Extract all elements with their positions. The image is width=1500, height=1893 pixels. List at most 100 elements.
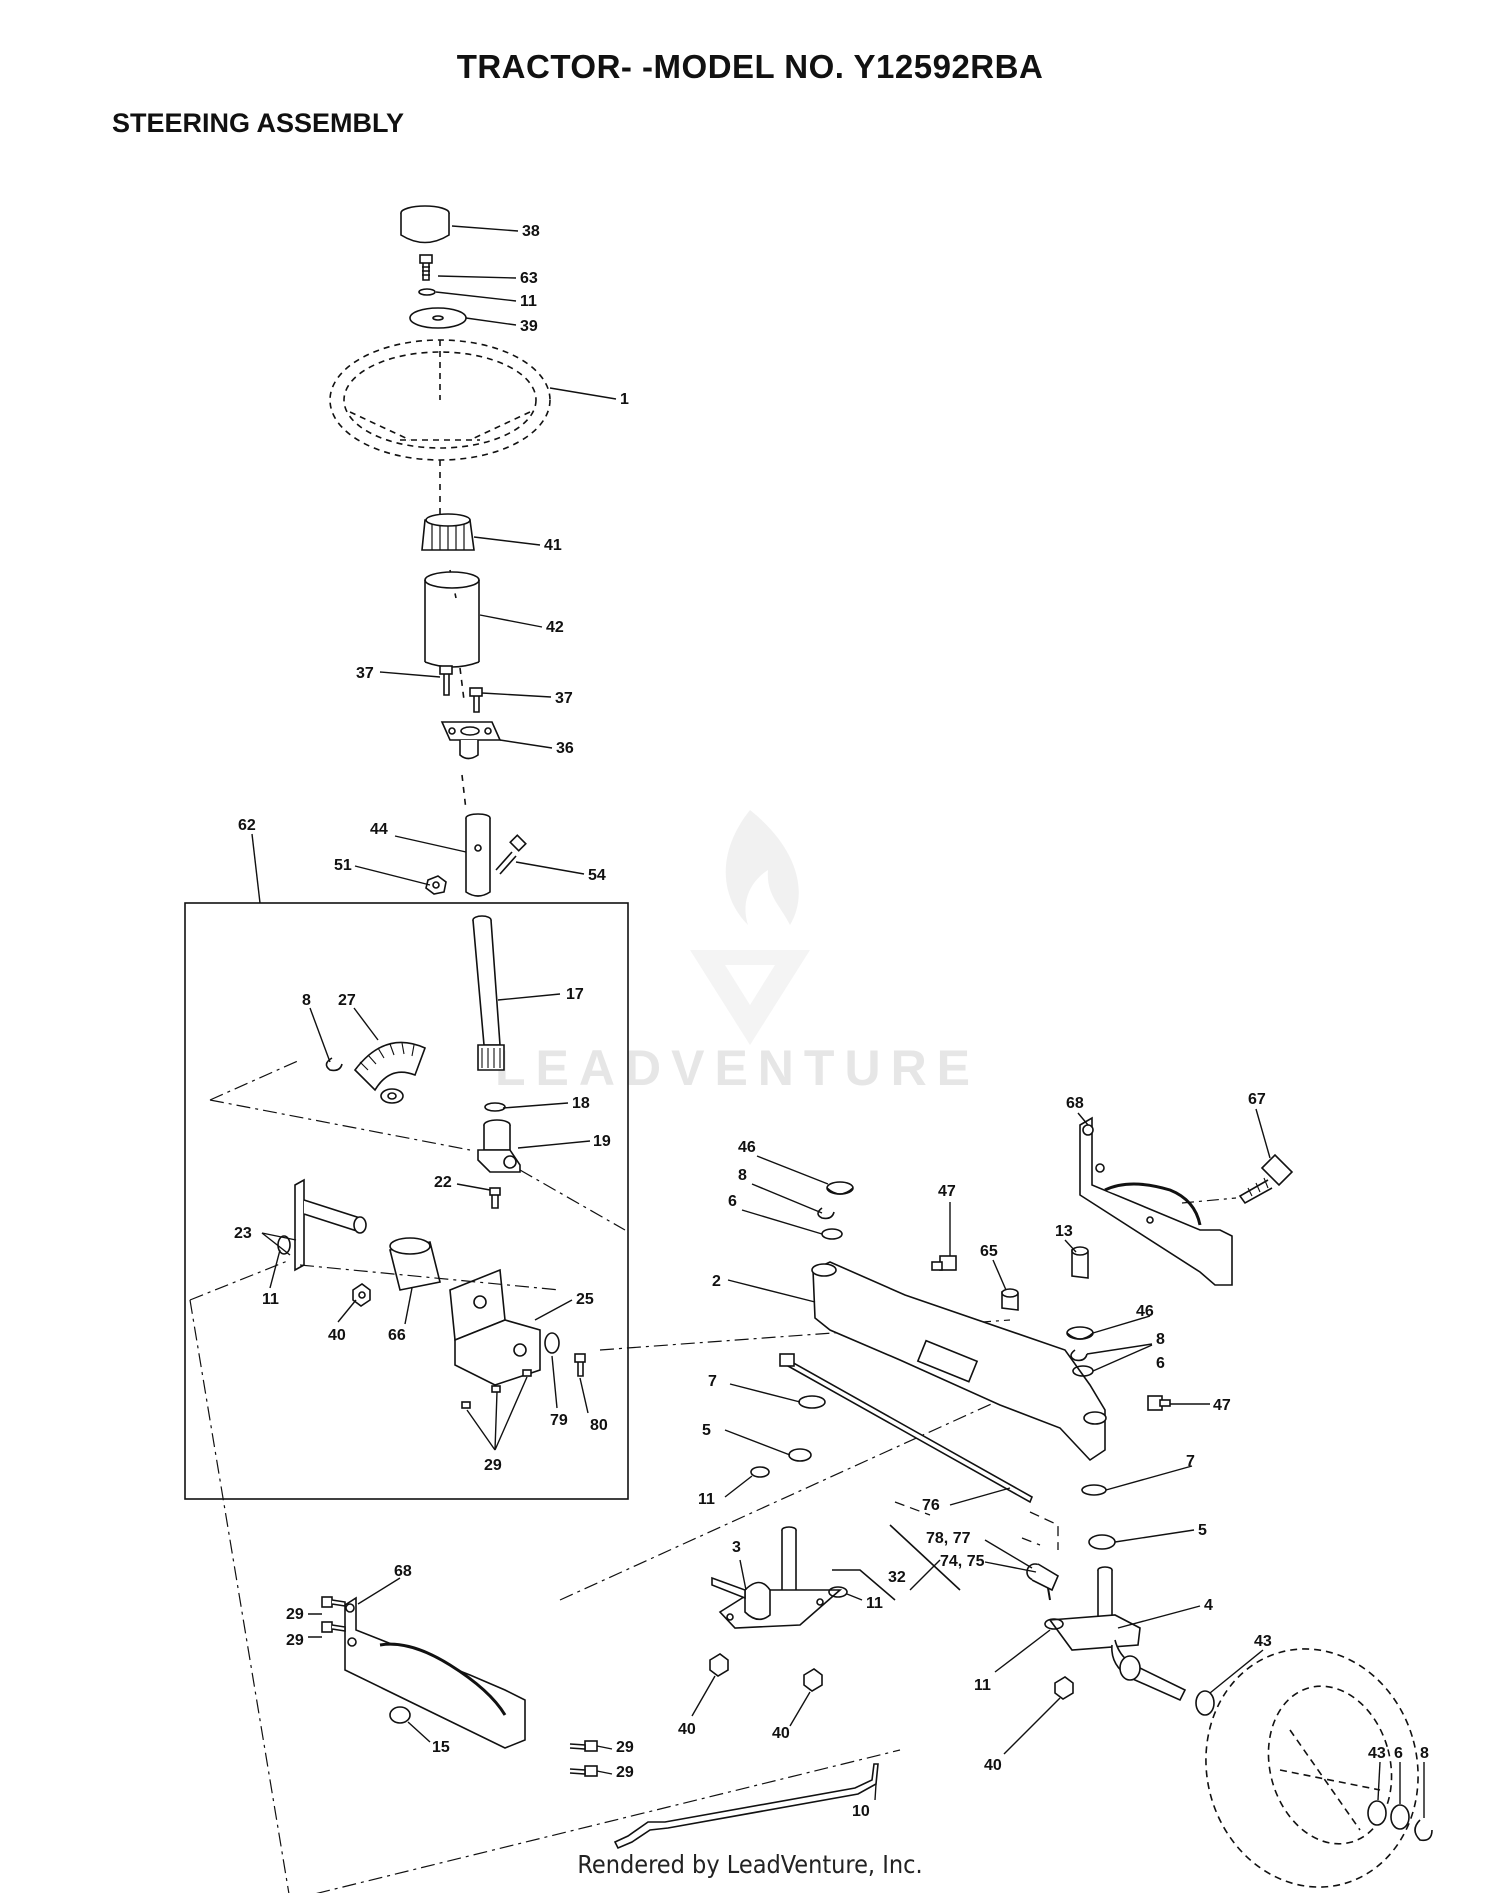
callout-label: 19 <box>593 1133 611 1150</box>
page-title: TRACTOR- -MODEL NO. Y12592RBA <box>456 48 1044 85</box>
callout-label: 11 <box>974 1677 991 1694</box>
cap-part <box>826 1181 854 1195</box>
callout-label: 23 <box>234 1225 252 1242</box>
washer-part <box>484 1102 506 1112</box>
callout-label: 66 <box>388 1327 406 1344</box>
bellows-part <box>424 571 480 668</box>
screw-part <box>489 1187 501 1209</box>
washer-part <box>1081 1484 1107 1496</box>
e-ring-part <box>1414 1819 1433 1842</box>
callout-label: 40 <box>984 1757 1002 1774</box>
callout-label: 6 <box>728 1193 737 1210</box>
callout-label: 8 <box>302 992 311 1009</box>
steering-wheel-part <box>329 339 551 461</box>
washer-part <box>788 1448 812 1462</box>
callout-label: 29 <box>484 1457 502 1474</box>
callout-label: 2 <box>712 1273 721 1290</box>
callout-label: 43 <box>1368 1745 1386 1762</box>
grease-fitting-part <box>931 1255 957 1271</box>
callout-label: 10 <box>852 1803 870 1820</box>
callout-label: 36 <box>556 740 574 757</box>
callout-label: 7 <box>1186 1453 1195 1470</box>
callout-label: 8 <box>738 1167 747 1184</box>
callout-label: 62 <box>238 817 256 834</box>
callout-label: 5 <box>702 1422 711 1439</box>
callout-label: 40 <box>772 1725 790 1742</box>
washer-part <box>544 1332 560 1354</box>
spindle-part <box>1048 1566 1187 1702</box>
callout-label: 80 <box>590 1417 608 1434</box>
callout-label: 41 <box>544 537 562 554</box>
bracket-part <box>1079 1116 1233 1286</box>
callout-label: 68 <box>1066 1095 1084 1112</box>
callout-label: 11 <box>866 1595 883 1612</box>
callout-label: 42 <box>546 619 564 636</box>
callout-label: 7 <box>708 1373 717 1390</box>
callout-label: 68 <box>394 1563 412 1580</box>
nut-part <box>352 1283 371 1307</box>
callout-label: 29 <box>286 1632 304 1649</box>
steering-cap-part <box>400 205 450 244</box>
callout-label: 18 <box>572 1095 590 1112</box>
steering-adapter-part <box>421 513 475 551</box>
drag-link-part <box>779 1353 1034 1504</box>
cap-part <box>1066 1326 1094 1340</box>
bushing-part <box>1071 1246 1089 1279</box>
callout-label: 29 <box>286 1606 304 1623</box>
callout-label: 29 <box>616 1739 634 1756</box>
nut-part <box>425 875 447 895</box>
callout-label: 46 <box>738 1139 756 1156</box>
lockwasher-part <box>750 1466 770 1478</box>
callout-label: 4 <box>1204 1597 1213 1614</box>
washer-part <box>798 1395 826 1409</box>
callout-label: 25 <box>576 1291 594 1308</box>
lockwasher-part <box>418 288 436 296</box>
washer-part <box>1088 1534 1116 1550</box>
bracket-part <box>344 1596 526 1749</box>
callout-label: 37 <box>555 690 573 707</box>
bolt-part <box>461 1369 532 1409</box>
washer-part <box>821 1228 843 1240</box>
lockwasher-part <box>1044 1618 1064 1630</box>
steering-gear-assembly-box <box>184 902 629 1500</box>
washer-part <box>1195 1690 1215 1716</box>
callout-label: 13 <box>1055 1223 1073 1240</box>
callout-label: 3 <box>732 1539 741 1556</box>
callout-label: 54 <box>588 867 606 884</box>
bearing-flange-part <box>440 721 502 760</box>
callout-label: 63 <box>520 270 538 287</box>
callout-label: 43 <box>1254 1633 1272 1650</box>
callout-label: 22 <box>434 1174 452 1191</box>
nut-part <box>709 1653 1074 1700</box>
bolt-part <box>1238 1153 1294 1205</box>
callout-label: 1 <box>620 391 629 408</box>
bushing-part <box>389 1706 411 1724</box>
callout-label: 8 <box>1156 1331 1165 1348</box>
callout-label: 17 <box>566 986 584 1003</box>
ball-joint-part <box>1026 1563 1060 1601</box>
e-ring-part <box>817 1207 835 1220</box>
e-ring-part <box>325 1057 343 1072</box>
bolt-part <box>495 834 527 875</box>
sector-gear-part <box>353 1041 427 1104</box>
callout-label: 46 <box>1136 1303 1154 1320</box>
callout-label: 47 <box>938 1183 956 1200</box>
callout-label: 6 <box>1394 1745 1403 1762</box>
group-bracket <box>889 1524 961 1591</box>
washer-part <box>409 307 467 329</box>
spindle-part <box>711 1526 843 1629</box>
callout-label: 8 <box>1420 1745 1429 1762</box>
grease-fitting-part <box>1147 1395 1171 1411</box>
bolt-part <box>321 1596 598 1777</box>
pivot-bar-part <box>294 1178 367 1272</box>
steering-gear-shaft-part <box>472 915 505 1071</box>
callout-label: 5 <box>1198 1522 1207 1539</box>
callout-label: 37 <box>356 665 374 682</box>
watermark-text: LEADVENTURE <box>495 1040 980 1096</box>
callout-label: 47 <box>1213 1397 1231 1414</box>
callout-label: 67 <box>1248 1091 1266 1108</box>
bolt-part <box>419 254 433 281</box>
tie-rod-part <box>613 1763 879 1850</box>
callout-label: 74, 75 <box>940 1553 985 1570</box>
